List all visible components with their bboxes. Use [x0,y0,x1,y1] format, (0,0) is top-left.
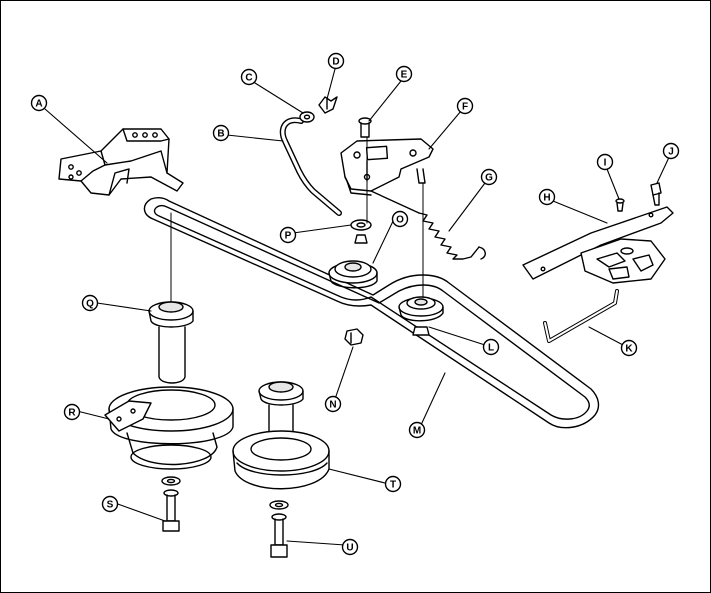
callout-label-r: R [68,408,76,419]
clutch-bolt [161,476,181,532]
callout-l: L [482,338,500,356]
idler-rod [279,117,342,216]
callout-label-s: S [107,500,114,511]
wing-nut [318,96,338,114]
hex-nut [344,328,364,346]
callout-g: G [480,168,498,186]
alignment-lines [170,136,424,302]
brake-rod [543,289,619,343]
callout-n: N [324,395,342,413]
callout-q: Q [81,294,99,312]
callout-label-t: T [390,480,396,491]
callout-label-d: D [332,57,339,68]
tension-spring [370,190,486,260]
callout-f: F [456,97,474,115]
callout-label-o: O [396,215,404,226]
callout-label-i: I [604,158,607,169]
clip-fastener [650,182,662,206]
pulley-bolt [269,500,289,558]
engine-bracket [58,128,184,196]
callout-i: I [596,153,614,171]
callout-r: R [63,403,81,421]
callout-label-k: K [625,344,633,355]
callout-label-p: P [285,231,292,242]
callout-j: J [662,142,680,160]
callout-label-f: F [462,102,468,113]
callout-k: K [620,339,638,357]
drive-pulley [232,381,330,490]
callout-label-e: E [401,70,408,81]
callouts: A B C D E F G H [30,52,680,556]
callout-b: B [212,124,230,142]
clutch-plate [522,206,674,284]
callout-label-u: U [346,543,353,554]
washer [299,111,315,123]
callout-a: A [30,94,48,112]
callout-label-b: B [217,129,224,140]
clutch-hub [148,301,194,384]
callout-c: C [240,68,258,86]
callout-label-h: H [543,193,550,204]
leader-lines [44,68,672,546]
callout-label-c: C [245,73,252,84]
callout-label-g: G [485,173,493,184]
callout-h: H [538,188,556,206]
shoulder-bolt [358,117,372,138]
callout-e: E [395,65,413,83]
idler-pulley-v [398,296,444,336]
callout-t: T [384,475,402,493]
spacer [350,219,372,244]
idler-arm-plate [340,138,434,196]
callout-label-n: N [329,400,336,411]
small-screw [615,198,625,212]
electric-clutch [104,386,234,470]
callout-label-l: L [488,343,494,354]
callout-o: O [391,210,409,228]
callout-s: S [101,495,119,513]
callout-p: P [279,226,297,244]
callout-m: M [408,421,426,439]
callout-label-q: Q [86,299,94,310]
callout-u: U [341,538,359,556]
callout-label-m: M [413,426,421,437]
idler-pulley-flat [328,260,378,289]
callout-d: D [327,52,345,70]
callout-label-j: J [668,147,674,158]
callout-label-a: A [35,99,42,110]
